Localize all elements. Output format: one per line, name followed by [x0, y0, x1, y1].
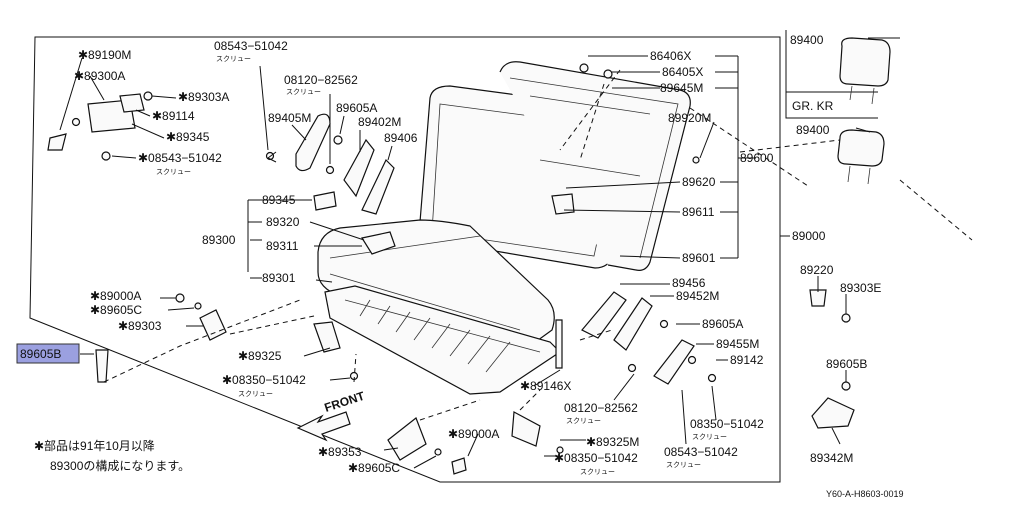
label-08350-51042-right[interactable]: 08350−51042 — [690, 417, 764, 431]
label-89605B-left[interactable]: 89605B — [20, 347, 61, 361]
label-08120-82562-bottom[interactable]: 08120−82562 — [564, 401, 638, 415]
label-89000A-bottom[interactable]: ✱89000A — [448, 427, 499, 441]
footnote-line-1: ✱部品は91年10月以降 — [34, 438, 155, 453]
right-brackets — [555, 291, 717, 385]
label-89220[interactable]: 89220 — [800, 263, 834, 277]
screw-arrow — [267, 151, 277, 163]
left-hinge-parts — [47, 91, 153, 161]
label-89000[interactable]: 89000 — [792, 229, 826, 243]
screw-note: スクリュー — [286, 88, 321, 96]
screw-note: スクリュー — [566, 417, 601, 425]
label-08543-51042-left[interactable]: ✱08543−51042 — [138, 151, 222, 165]
label-89400-top[interactable]: 89400 — [790, 33, 824, 47]
footnote-line-2: 89300の構成になります。 — [50, 459, 190, 473]
label-89000A-left[interactable]: ✱89000A — [90, 289, 141, 303]
label-89114[interactable]: ✱89114 — [152, 109, 195, 123]
label-08350-51042-bottom[interactable]: ✱08350−51042 — [554, 451, 638, 465]
bottom-parts — [387, 411, 564, 475]
label-89456[interactable]: 89456 — [672, 276, 706, 290]
seat-back-frame — [499, 61, 691, 271]
front-arrow — [296, 411, 351, 442]
label-89611[interactable]: 89611 — [682, 205, 715, 219]
label-89303-left[interactable]: ✱89303 — [118, 319, 162, 333]
screw-note: スクリュー — [156, 168, 191, 176]
label-89342M[interactable]: 89342M — [810, 451, 853, 465]
label-89320[interactable]: 89320 — [266, 215, 300, 229]
label-89146X[interactable]: ✱89146X — [520, 379, 571, 393]
screw-note: スクリュー — [238, 390, 273, 398]
label-89605A-right[interactable]: 89605A — [702, 317, 743, 331]
label-89645M[interactable]: 89645M — [660, 81, 703, 95]
right-small-parts — [809, 289, 855, 429]
headrest-inset-frame — [785, 30, 878, 119]
label-08543-51042-top[interactable]: 08543−51042 — [214, 39, 288, 53]
label-08543-51042-bottom[interactable]: 08543−51042 — [664, 445, 738, 459]
label-89303E[interactable]: 89303E — [840, 281, 881, 295]
label-89452M[interactable]: 89452M — [676, 289, 719, 303]
label-08120-82562-top[interactable]: 08120−82562 — [284, 73, 358, 87]
headrest-mid — [837, 129, 885, 185]
label-89303A[interactable]: ✱89303A — [178, 90, 229, 104]
leader-lines — [59, 37, 900, 469]
label-89405M[interactable]: 89405M — [268, 111, 311, 125]
label-89345-mid[interactable]: 89345 — [262, 193, 296, 207]
dashed-guides — [103, 69, 973, 421]
highlight-box-89605B[interactable] — [16, 343, 80, 364]
label-89406[interactable]: 89406 — [384, 131, 418, 145]
top-bolts — [551, 63, 700, 215]
label-89325M[interactable]: ✱89325M — [586, 435, 639, 449]
seat-cushion — [317, 219, 555, 350]
label-89600[interactable]: 89600 — [740, 151, 774, 165]
diagram-reference: Y60-A-H8603-0019 — [826, 489, 904, 499]
label-89402M[interactable]: 89402M — [358, 115, 401, 129]
label-89311[interactable]: 89311 — [266, 239, 299, 253]
upper-brackets — [265, 113, 395, 215]
screw-note: スクリュー — [580, 468, 615, 476]
front-label: FRONT — [323, 389, 367, 415]
screw-note: スクリュー — [216, 55, 251, 63]
label-89605C-bottom[interactable]: ✱89605C — [348, 461, 400, 475]
label-89400-mid[interactable]: 89400 — [796, 123, 830, 137]
label-89345-top[interactable]: ✱89345 — [166, 130, 210, 144]
seat-bottom-frame — [324, 285, 561, 395]
screw-note: スクリュー — [692, 433, 727, 441]
label-89605A-top[interactable]: 89605A — [336, 101, 377, 115]
label-89190M[interactable]: ✱89190M — [78, 48, 131, 62]
label-08350-51042-left[interactable]: ✱08350−51042 — [222, 373, 306, 387]
screw-note: スクリュー — [666, 461, 701, 469]
grade-label: GR. KR — [792, 99, 834, 113]
label-89301[interactable]: 89301 — [262, 271, 296, 285]
left-lower-parts — [95, 293, 359, 383]
label-89601[interactable]: 89601 — [682, 251, 716, 265]
label-89920M[interactable]: 89920M — [668, 111, 711, 125]
label-89325[interactable]: ✱89325 — [238, 349, 282, 363]
label-86406X[interactable]: 86406X — [650, 49, 691, 63]
assembly-frame — [29, 36, 781, 483]
headrest-top — [839, 37, 891, 105]
label-89455M[interactable]: 89455M — [716, 337, 759, 351]
label-89620[interactable]: 89620 — [682, 175, 716, 189]
label-89605C-left[interactable]: ✱89605C — [90, 303, 142, 317]
label-89300[interactable]: 89300 — [202, 233, 236, 247]
label-86405X[interactable]: 86405X — [662, 65, 703, 79]
label-89300A[interactable]: ✱89300A — [74, 69, 125, 83]
label-89353[interactable]: ✱89353 — [318, 445, 362, 459]
label-89142[interactable]: 89142 — [730, 353, 764, 367]
label-89605B-right[interactable]: 89605B — [826, 357, 867, 371]
